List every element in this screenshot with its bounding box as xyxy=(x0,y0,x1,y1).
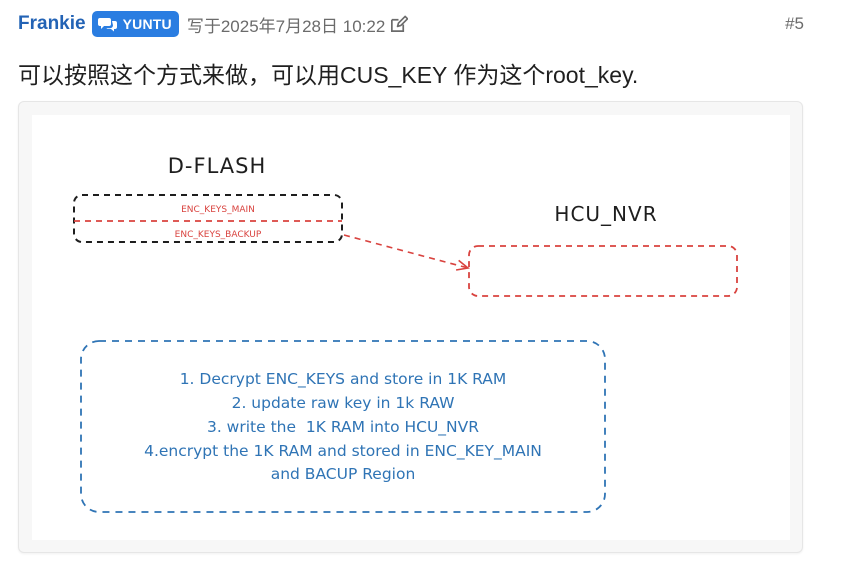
author-name[interactable]: Frankie xyxy=(18,13,86,34)
badge-label: YUNTU xyxy=(122,16,172,32)
flow-diagram: D-FLASH ENC_KEYS_MAIN ENC_KEYS_BACKUP HC… xyxy=(73,154,738,513)
step-3: 3. write the 1K RAM into HCU_NVR xyxy=(207,418,479,437)
edit-pencil-icon[interactable] xyxy=(389,15,409,34)
post-body-text: 可以按照这个方式来做，可以用CUS_KEY 作为这个root_key. xyxy=(18,62,639,88)
enc-keys-main-label: ENC_KEYS_MAIN xyxy=(181,205,255,215)
step-2: 2. update raw key in 1k RAW xyxy=(232,394,455,412)
chat-bubbles-icon xyxy=(97,18,117,32)
post-date: 写于2025年7月28日 10:22 xyxy=(186,16,386,36)
user-badge[interactable]: YUNTU xyxy=(91,11,179,37)
enc-keys-backup-label: ENC_KEYS_BACKUP xyxy=(175,230,262,240)
hcu-nvr-box xyxy=(468,245,738,297)
attached-image[interactable]: D-FLASH ENC_KEYS_MAIN ENC_KEYS_BACKUP HC… xyxy=(18,101,803,553)
post-header: Frankie YUNTU 写于2025年7月28日 10:22 #5 xyxy=(18,10,808,38)
step-4: 4.encrypt the 1K RAM and stored in ENC_K… xyxy=(144,442,542,461)
dflash-box xyxy=(73,194,343,243)
hcu-nvr-title: HCU_NVR xyxy=(554,202,657,226)
step-1: 1. Decrypt ENC_KEYS and store in 1K RAM xyxy=(180,370,507,389)
post-number[interactable]: #5 xyxy=(785,14,804,33)
flow-arrow xyxy=(343,234,470,271)
step-5: and BACUP Region xyxy=(271,465,416,483)
steps-box xyxy=(80,340,606,513)
dflash-title: D-FLASH xyxy=(168,154,267,178)
diagram-canvas: D-FLASH ENC_KEYS_MAIN ENC_KEYS_BACKUP HC… xyxy=(32,115,790,540)
